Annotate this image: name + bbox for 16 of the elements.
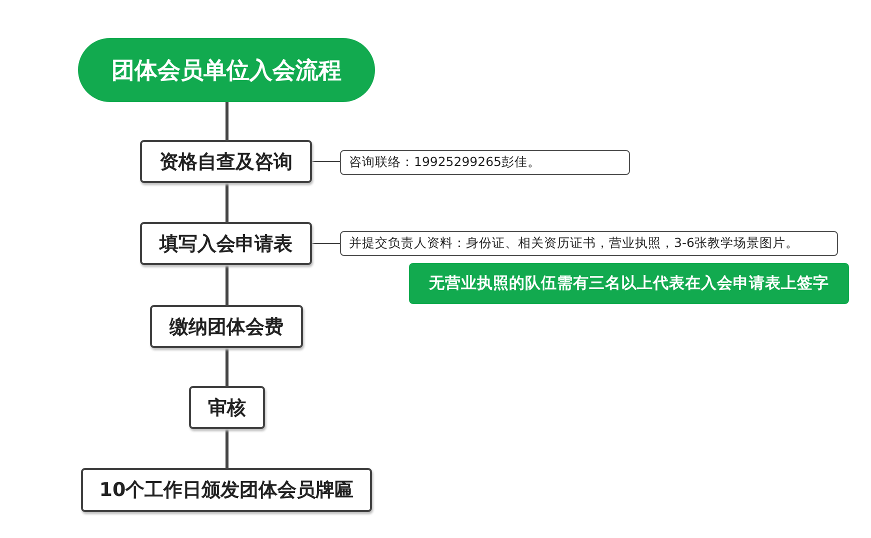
title-pill: 团体会员单位入会流程 xyxy=(78,38,375,102)
connector-line xyxy=(226,183,228,222)
step-box: 审核 xyxy=(189,386,265,429)
step-box: 10个工作日颁发团体会员牌匾 xyxy=(81,468,372,512)
note-box: 咨询联络：19925299265彭佳。 xyxy=(340,150,630,175)
step-box: 缴纳团体会费 xyxy=(150,305,303,348)
connector-line xyxy=(226,265,228,305)
note-box: 并提交负责人资料：身份证、相关资历证书，营业执照，3-6张教学场景图片。 xyxy=(340,231,838,256)
step-box: 填写入会申请表 xyxy=(140,222,312,265)
connector-line xyxy=(226,429,228,468)
step-box: 资格自查及咨询 xyxy=(140,140,312,183)
connector-line xyxy=(312,161,340,162)
highlight-box: 无营业执照的队伍需有三名以上代表在入会申请表上签字 xyxy=(409,263,849,304)
connector-line xyxy=(226,348,228,386)
connector-line xyxy=(226,102,228,140)
connector-line xyxy=(312,243,340,244)
